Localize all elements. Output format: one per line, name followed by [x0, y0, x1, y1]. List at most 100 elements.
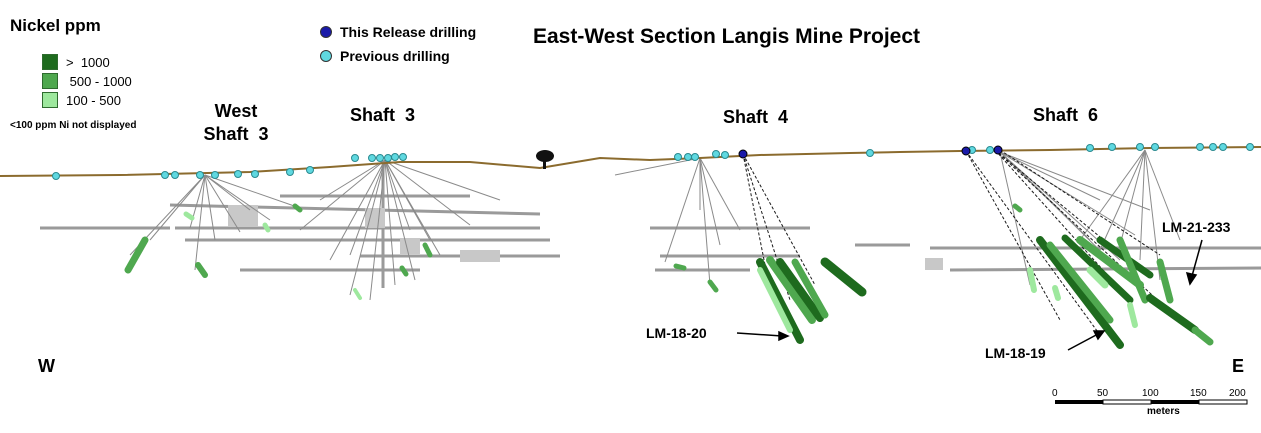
previous-collar-9 — [351, 154, 359, 162]
intercept-23 — [1052, 285, 1061, 301]
legend-this-release-label: This Release drilling — [340, 24, 477, 40]
trace-1-12 — [384, 159, 411, 231]
previous-dot-icon — [320, 50, 332, 62]
legend-previous-label: Previous drilling — [340, 48, 450, 64]
this-release-collar-1 — [961, 146, 971, 156]
drill-traces — [129, 149, 1181, 301]
legend-item-mid: 500 - 1000 — [42, 73, 132, 89]
stope-4 — [400, 238, 420, 254]
arrowhead-lm-21-233 — [1185, 271, 1198, 286]
previous-collar-20 — [866, 149, 874, 157]
legend-label-mid: 500 - 1000 — [66, 73, 132, 89]
previous-collar-7 — [286, 168, 294, 176]
nickel-intercepts — [124, 203, 1214, 349]
legend-item-low: 100 - 500 — [42, 92, 121, 108]
previous-collar-11 — [376, 154, 384, 162]
previous-collar-8 — [306, 166, 314, 174]
trace-3-6 — [999, 151, 1101, 201]
intercept-11 — [766, 256, 816, 324]
intercept-16 — [1036, 236, 1124, 349]
trace-1-5 — [384, 159, 416, 281]
previous-collar-17 — [691, 153, 699, 161]
intercept-28 — [1012, 203, 1023, 213]
direction-west: W — [38, 356, 55, 376]
intercept-13 — [791, 258, 829, 319]
legend-label-high: > 1000 — [66, 54, 110, 70]
hole-arrows — [736, 239, 1203, 351]
intercept-27 — [1191, 326, 1214, 346]
this-release-dot-icon — [320, 26, 332, 38]
trace-0-3 — [204, 174, 216, 241]
trace-3-5 — [999, 151, 1151, 211]
intercept-8 — [673, 263, 687, 271]
intercept-26 — [1127, 302, 1138, 328]
trace-1-4 — [384, 159, 396, 286]
hole-label-lm-18-20: LM-18-20 — [646, 325, 707, 341]
new-trace-8 — [999, 149, 1161, 256]
shaft-label-west-line1: West — [214, 101, 258, 121]
new-trace-5 — [994, 149, 1131, 301]
trace-2-1 — [664, 157, 701, 263]
previous-collar-22 — [986, 146, 994, 154]
previous-collar-12 — [384, 154, 392, 162]
legend-swatch-low — [42, 92, 58, 108]
trace-3-0 — [999, 151, 1031, 286]
previous-collar-16 — [684, 153, 692, 161]
trace-0-5 — [204, 174, 271, 221]
arrowhead-lm-18-20 — [778, 330, 790, 342]
previous-collar-4 — [211, 171, 219, 179]
previous-collar-24 — [1108, 143, 1116, 151]
previous-collar-28 — [1209, 143, 1217, 151]
intercept-15 — [757, 267, 793, 333]
intercept-2 — [183, 211, 195, 221]
trace-0-8 — [204, 174, 251, 211]
intercept-5 — [399, 265, 409, 277]
stope-2 — [460, 250, 500, 262]
intercept-12 — [776, 258, 824, 322]
arrowhead-lm-18-19 — [1092, 330, 1106, 341]
intercept-9 — [707, 279, 719, 293]
intercept-14 — [820, 257, 867, 297]
intercept-17 — [1046, 241, 1114, 324]
trace-1-8 — [384, 159, 501, 201]
scale-tick-150: 150 — [1190, 388, 1207, 399]
this-release-collar-0 — [738, 149, 748, 159]
stope-3 — [925, 258, 943, 270]
trace-4-3 — [1139, 149, 1146, 261]
arrow-lm-18-19 — [1067, 333, 1099, 351]
previous-collar-27 — [1196, 143, 1204, 151]
map-title: East-West Section Langis Mine Project — [533, 25, 921, 48]
intercept-6 — [353, 288, 362, 300]
previous-collar-1 — [161, 171, 169, 179]
previous-collar-19 — [721, 151, 729, 159]
trace-1-10 — [349, 159, 386, 256]
intercept-1 — [195, 262, 208, 278]
this-release-collar-2 — [993, 145, 1003, 155]
intercept-4 — [262, 222, 271, 233]
previous-collar-25 — [1136, 143, 1144, 151]
previous-collar-0 — [52, 172, 60, 180]
legend-swatch-mid — [42, 73, 58, 89]
legend-label-low: 100 - 500 — [66, 92, 121, 108]
previous-collar-30 — [1246, 143, 1254, 151]
shaft-label-shaft-3: Shaft 3 — [350, 105, 416, 125]
arrow-lm-18-20 — [736, 332, 783, 337]
shaft-label-west-line2: Shaft 3 — [203, 124, 269, 144]
trace-0-1 — [149, 174, 206, 241]
intercept-29 — [1086, 266, 1109, 289]
intercept-21 — [1116, 236, 1149, 304]
previous-collar-6 — [251, 170, 259, 178]
previous-collar-23 — [1086, 144, 1094, 152]
trace-1-2 — [349, 159, 386, 296]
new-trace-3 — [965, 150, 1061, 321]
trace-3-7 — [999, 151, 1136, 236]
trace-1-11 — [384, 159, 431, 241]
previous-collar-18 — [712, 150, 720, 158]
intercept-7 — [422, 242, 433, 258]
legend-this-release: This Release drilling — [320, 24, 476, 40]
trace-4-5 — [1144, 149, 1181, 241]
scale-tick-100: 100 — [1142, 388, 1159, 399]
trace-0-7 — [194, 174, 206, 271]
intercept-22 — [1027, 267, 1037, 293]
